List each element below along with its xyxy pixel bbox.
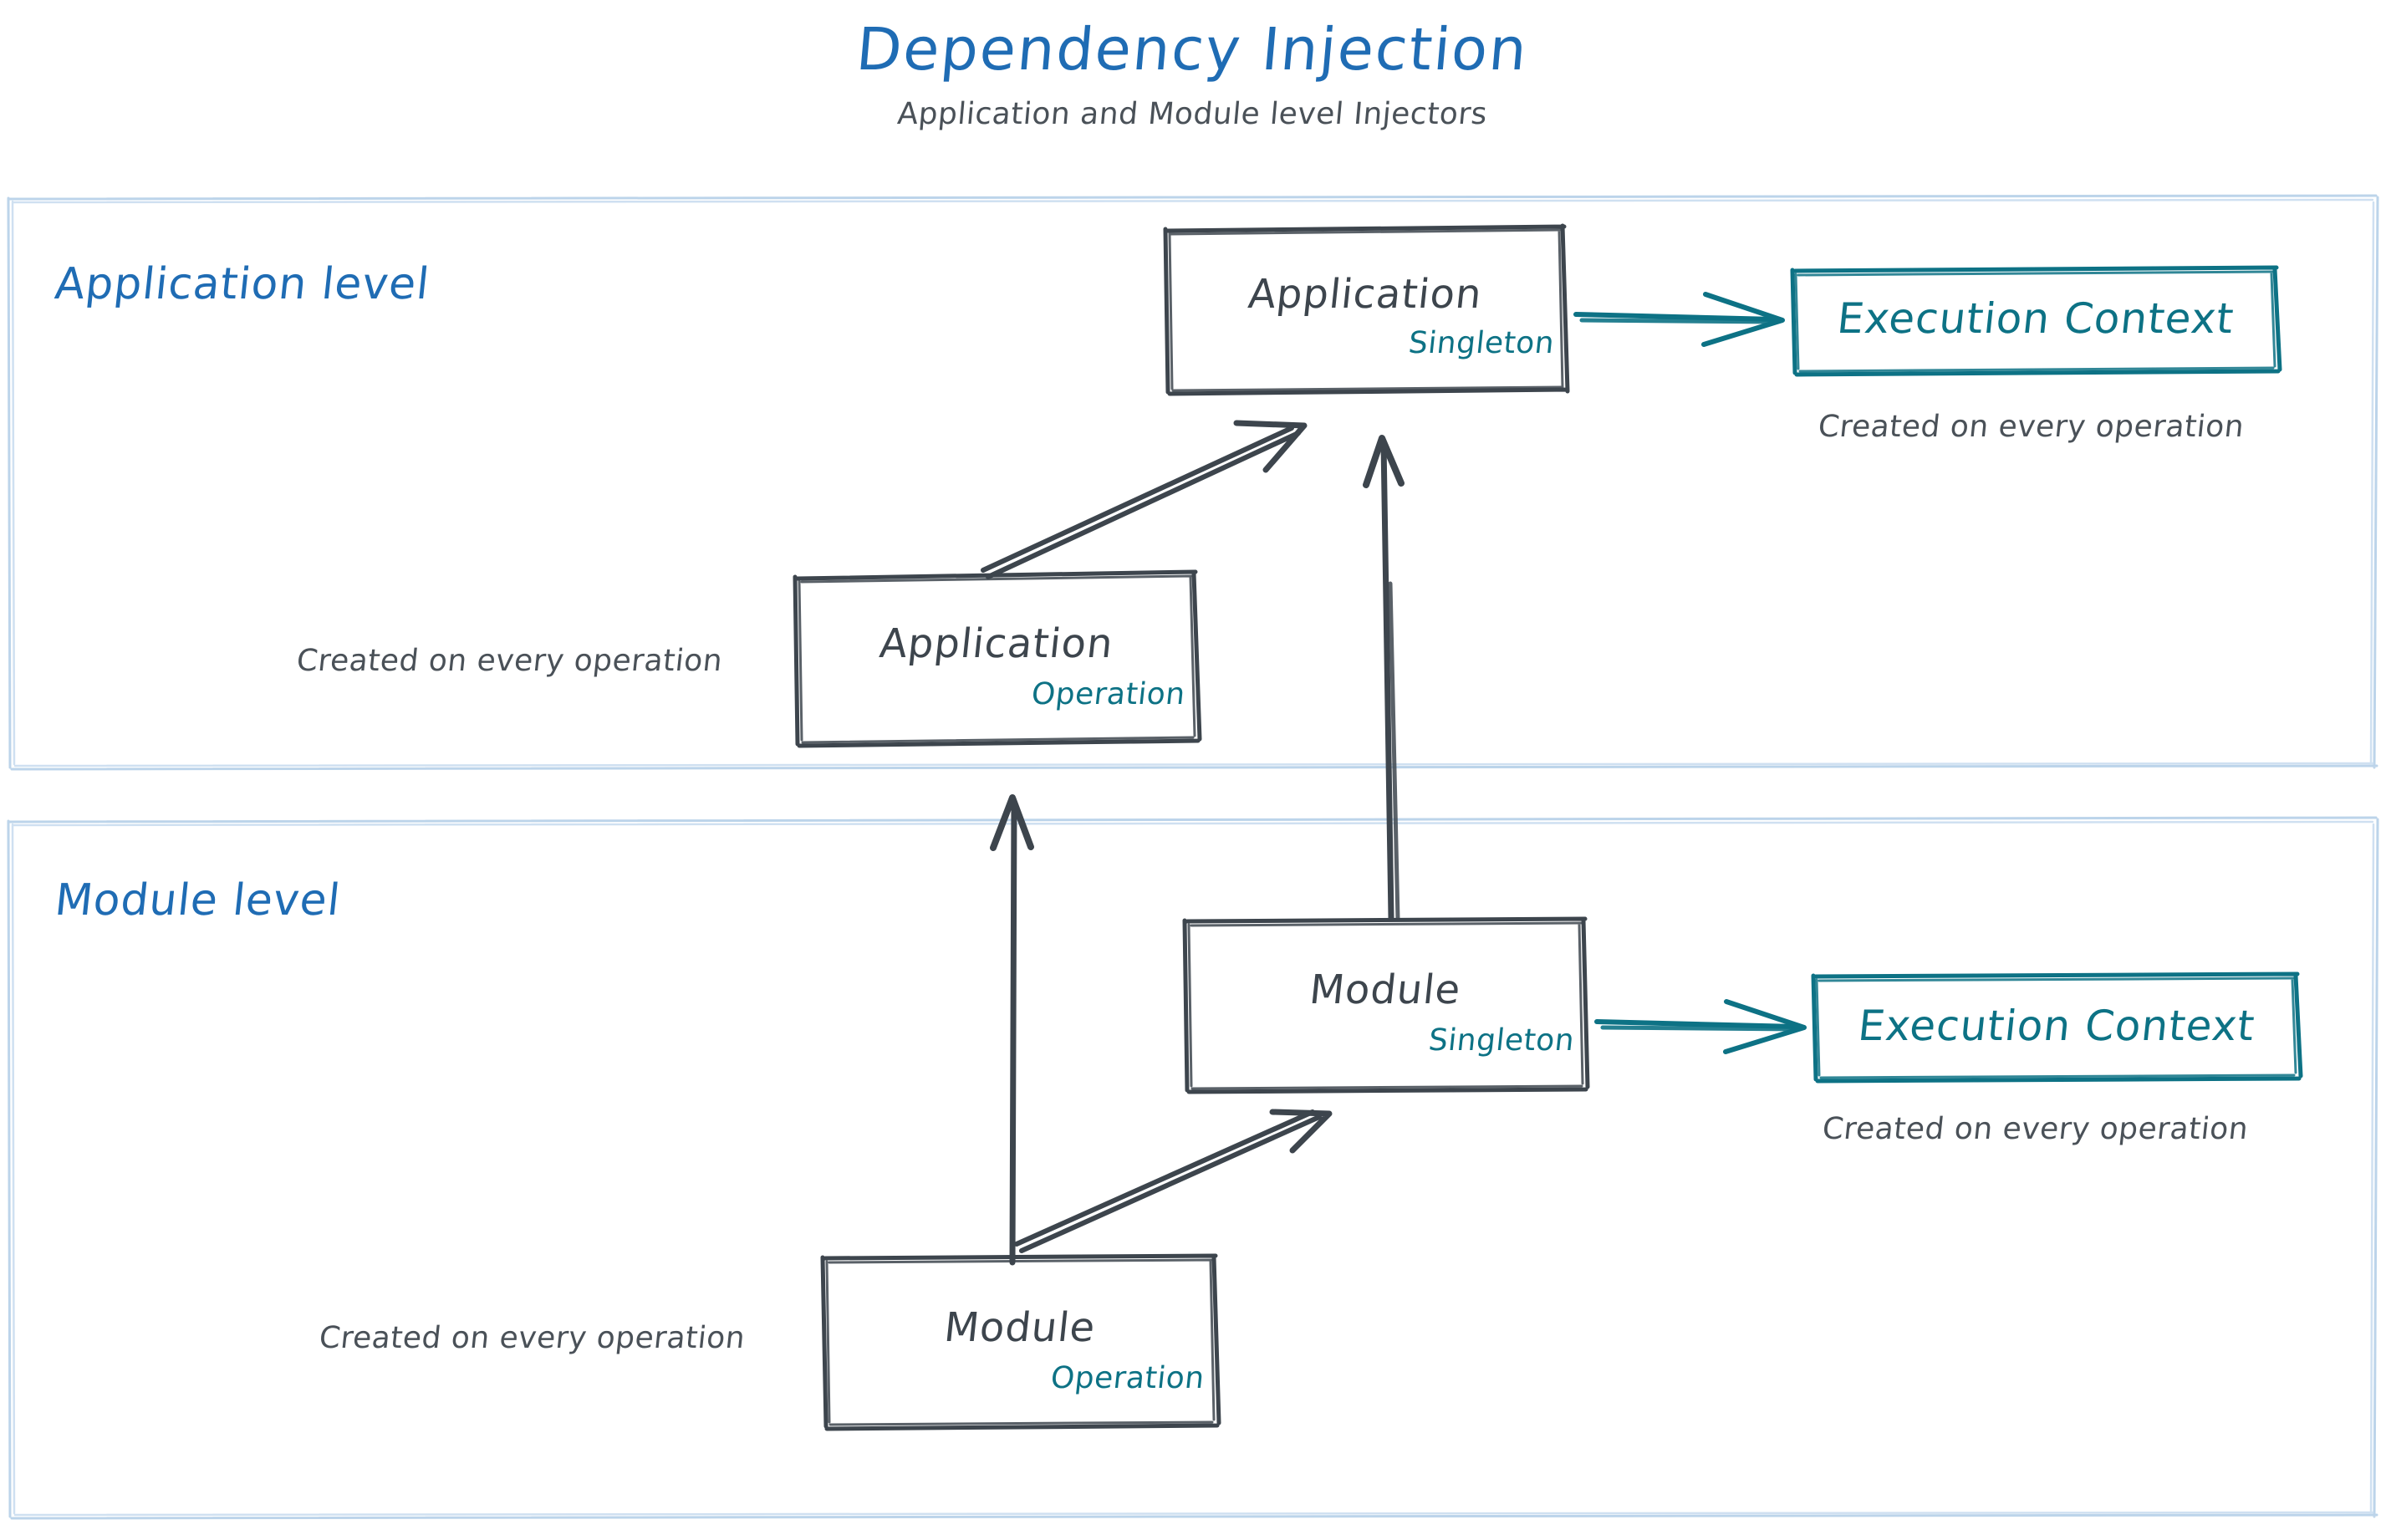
layer-label-application-level: Application level (52, 259, 432, 309)
caption-application-operation: Created on every operation (294, 644, 725, 678)
box-scope-label: Operation (1030, 677, 1188, 711)
box-scope-label: Singleton (1426, 1023, 1577, 1058)
box-execution-context-module[interactable]: Execution Context (1811, 971, 2303, 1084)
layer-label-module-level: Module level (52, 875, 344, 926)
box-module-singleton[interactable]: Module Singleton (1182, 916, 1590, 1094)
title-block: Dependency Injection Application and Mod… (0, 0, 2386, 131)
page-title: Dependency Injection (854, 15, 1532, 84)
box-scope-label: Operation (1049, 1361, 1207, 1395)
caption-execution-context-module: Created on every operation (1820, 1112, 2251, 1146)
box-title: Application (877, 620, 1116, 667)
caption-module-operation: Created on every operation (317, 1321, 747, 1355)
box-module-operation[interactable]: Module Operation (820, 1253, 1221, 1431)
box-title: Module (941, 1304, 1099, 1351)
box-title: Application (1246, 271, 1485, 318)
caption-execution-context-application: Created on every operation (1816, 410, 2246, 444)
box-title: Execution Context (1855, 1002, 2258, 1050)
box-scope-label: Singleton (1406, 326, 1557, 360)
box-title: Module (1307, 966, 1464, 1013)
page-subtitle: Application and Module level Injectors (895, 97, 1489, 131)
box-execution-context-application[interactable]: Execution Context (1790, 265, 2282, 377)
box-application-singleton[interactable]: Application Singleton (1163, 223, 1570, 396)
box-application-operation[interactable]: Application Operation (793, 569, 1202, 748)
box-title: Execution Context (1834, 294, 2237, 343)
